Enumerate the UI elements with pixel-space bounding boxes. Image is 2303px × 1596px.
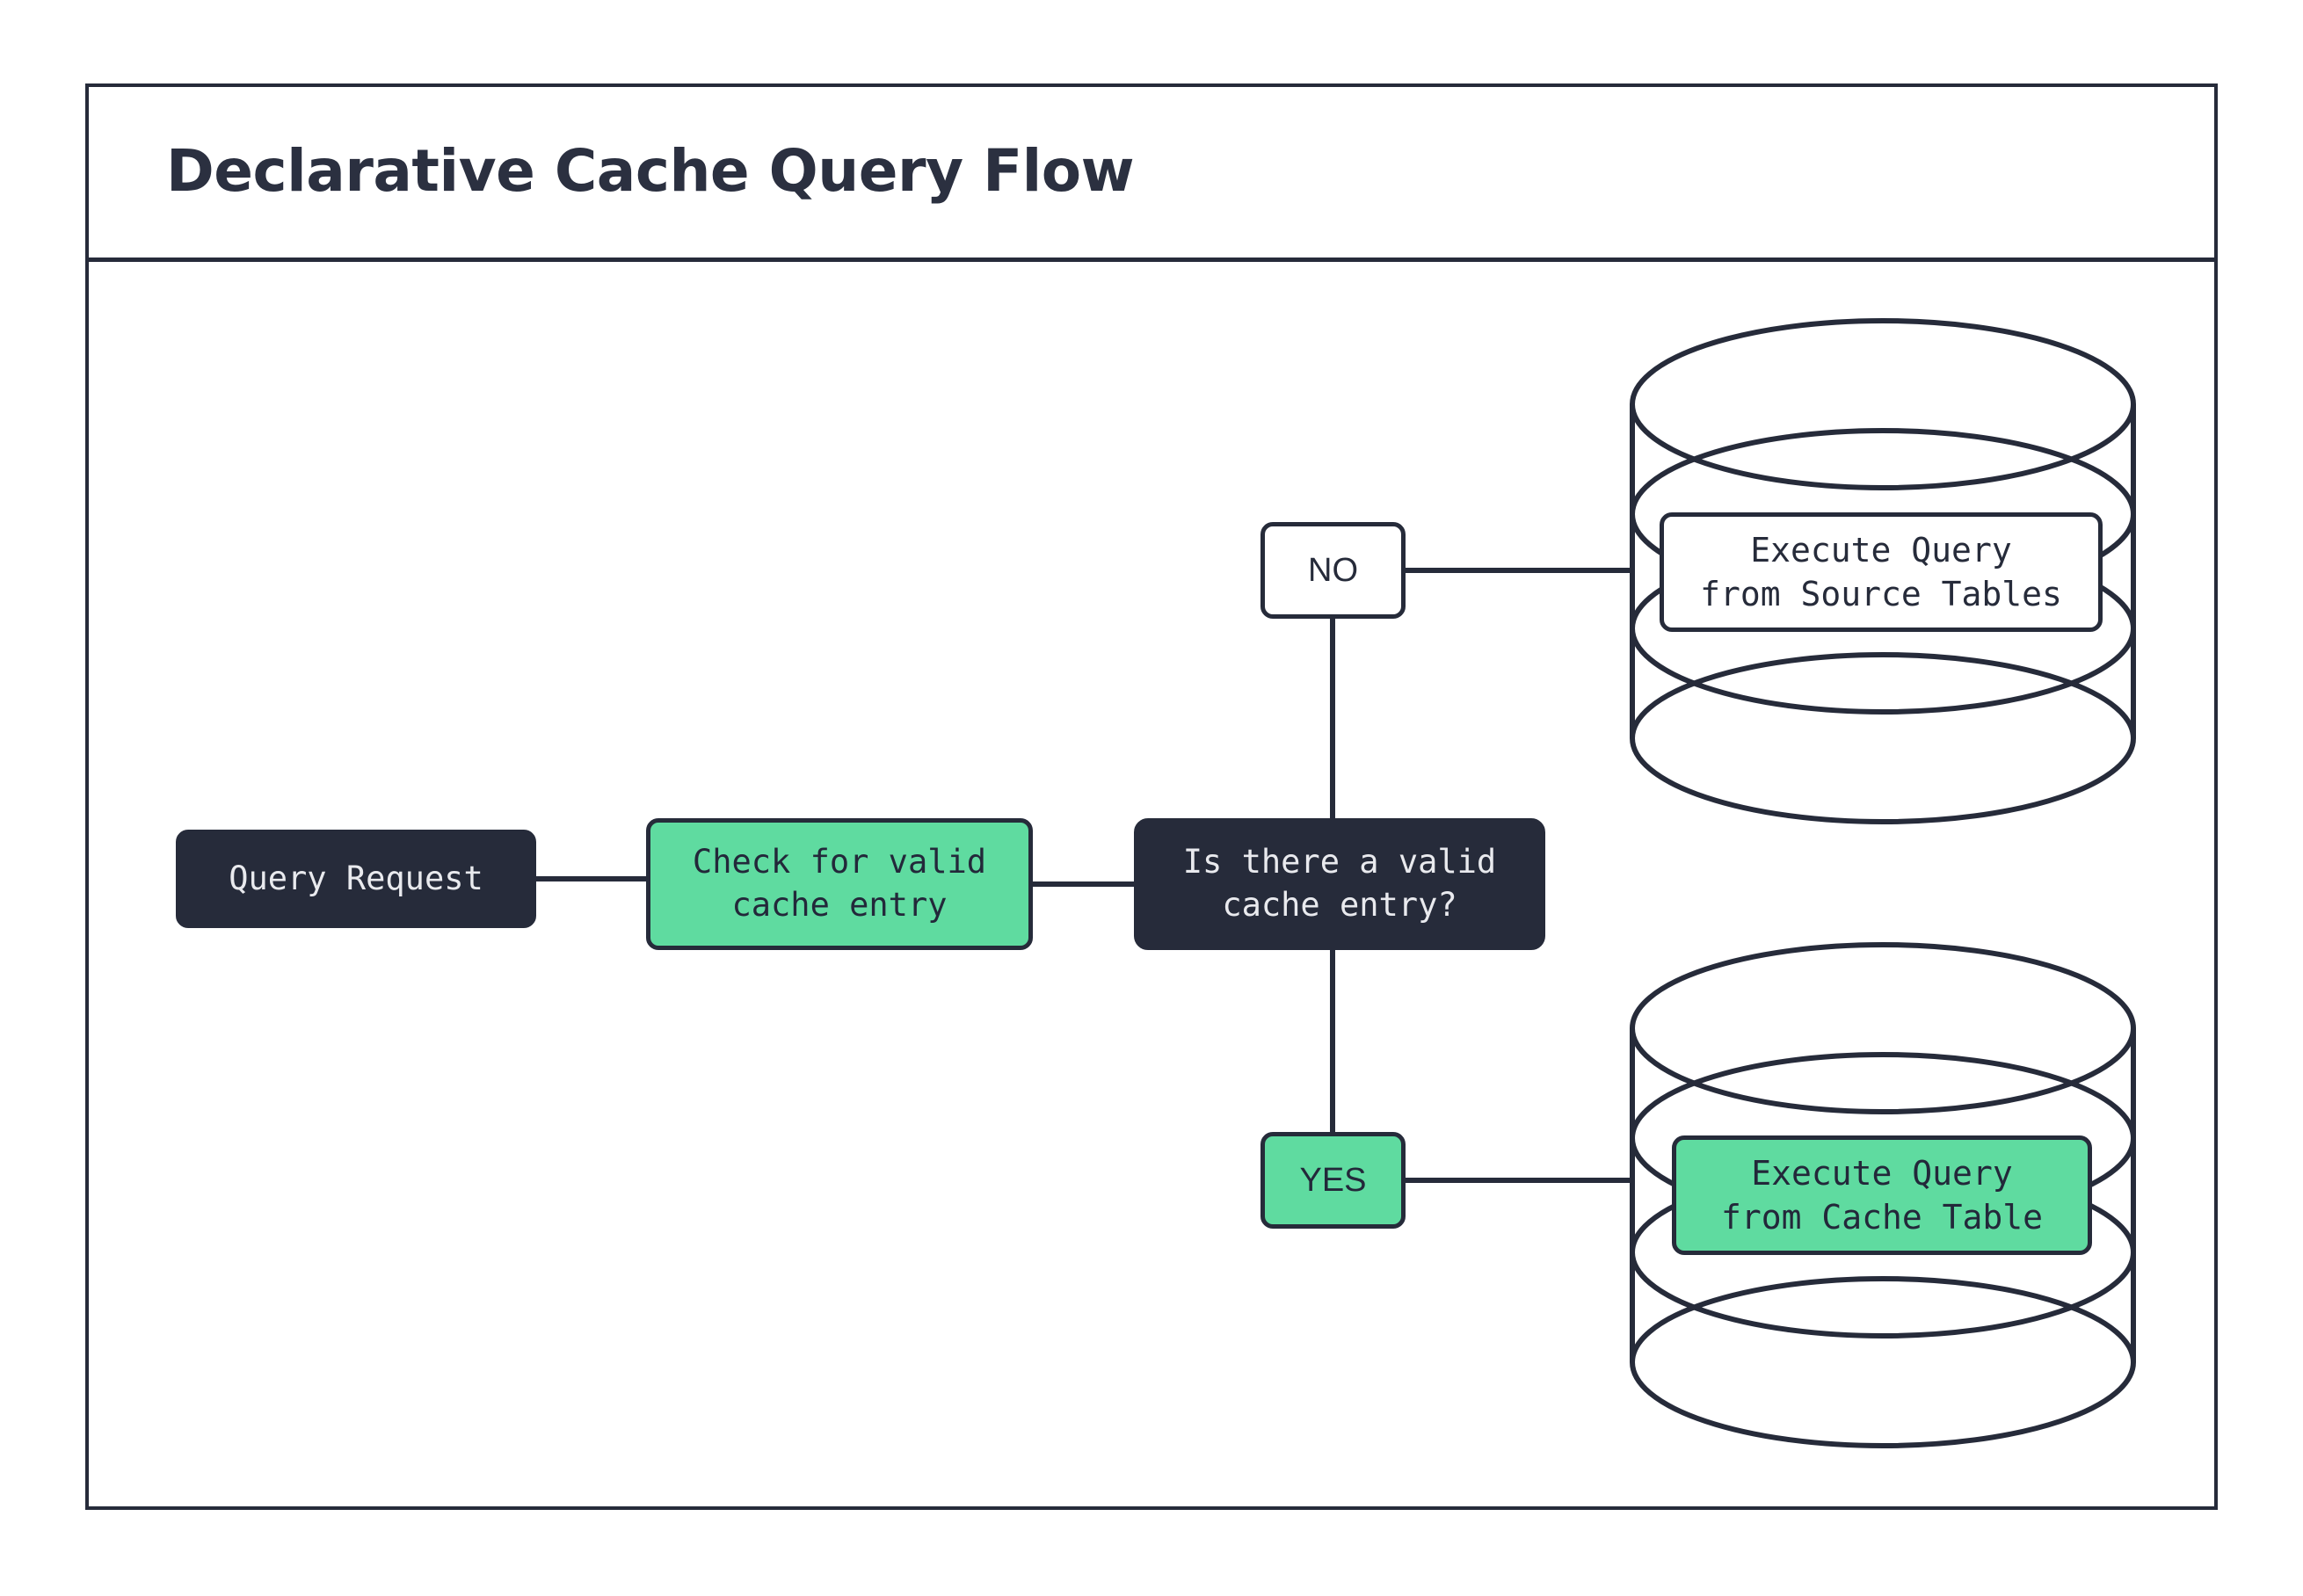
edge-label-yes-text: YES — [1299, 1161, 1367, 1199]
node-check-for-valid-cache-entry[interactable]: Check for valid cache entry — [646, 818, 1033, 950]
node-query-request-label: Query Request — [229, 859, 483, 897]
cache-db-label-text: Execute Query from Cache Table — [1720, 1153, 2044, 1237]
source-db-label-text: Execute Query from Source Tables — [1700, 530, 2062, 613]
title-bar: Declarative Cache Query Flow — [85, 83, 2218, 262]
page-title: Declarative Cache Query Flow — [166, 136, 1135, 205]
edge-label-yes[interactable]: YES — [1260, 1132, 1406, 1229]
node-check-cache-label: Check for valid cache entry — [692, 843, 987, 924]
node-query-request[interactable]: Query Request — [176, 830, 536, 928]
edge-label-no-text: NO — [1308, 551, 1358, 589]
node-decision-valid-cache-entry[interactable]: Is there a valid cache entry? — [1134, 818, 1545, 950]
edge-label-no[interactable]: NO — [1260, 522, 1406, 619]
cache-db-label-box: Execute Query from Cache Table — [1672, 1135, 2092, 1255]
source-db-label-box: Execute Query from Source Tables — [1660, 512, 2103, 632]
node-decision-label: Is there a valid cache entry? — [1182, 843, 1497, 924]
